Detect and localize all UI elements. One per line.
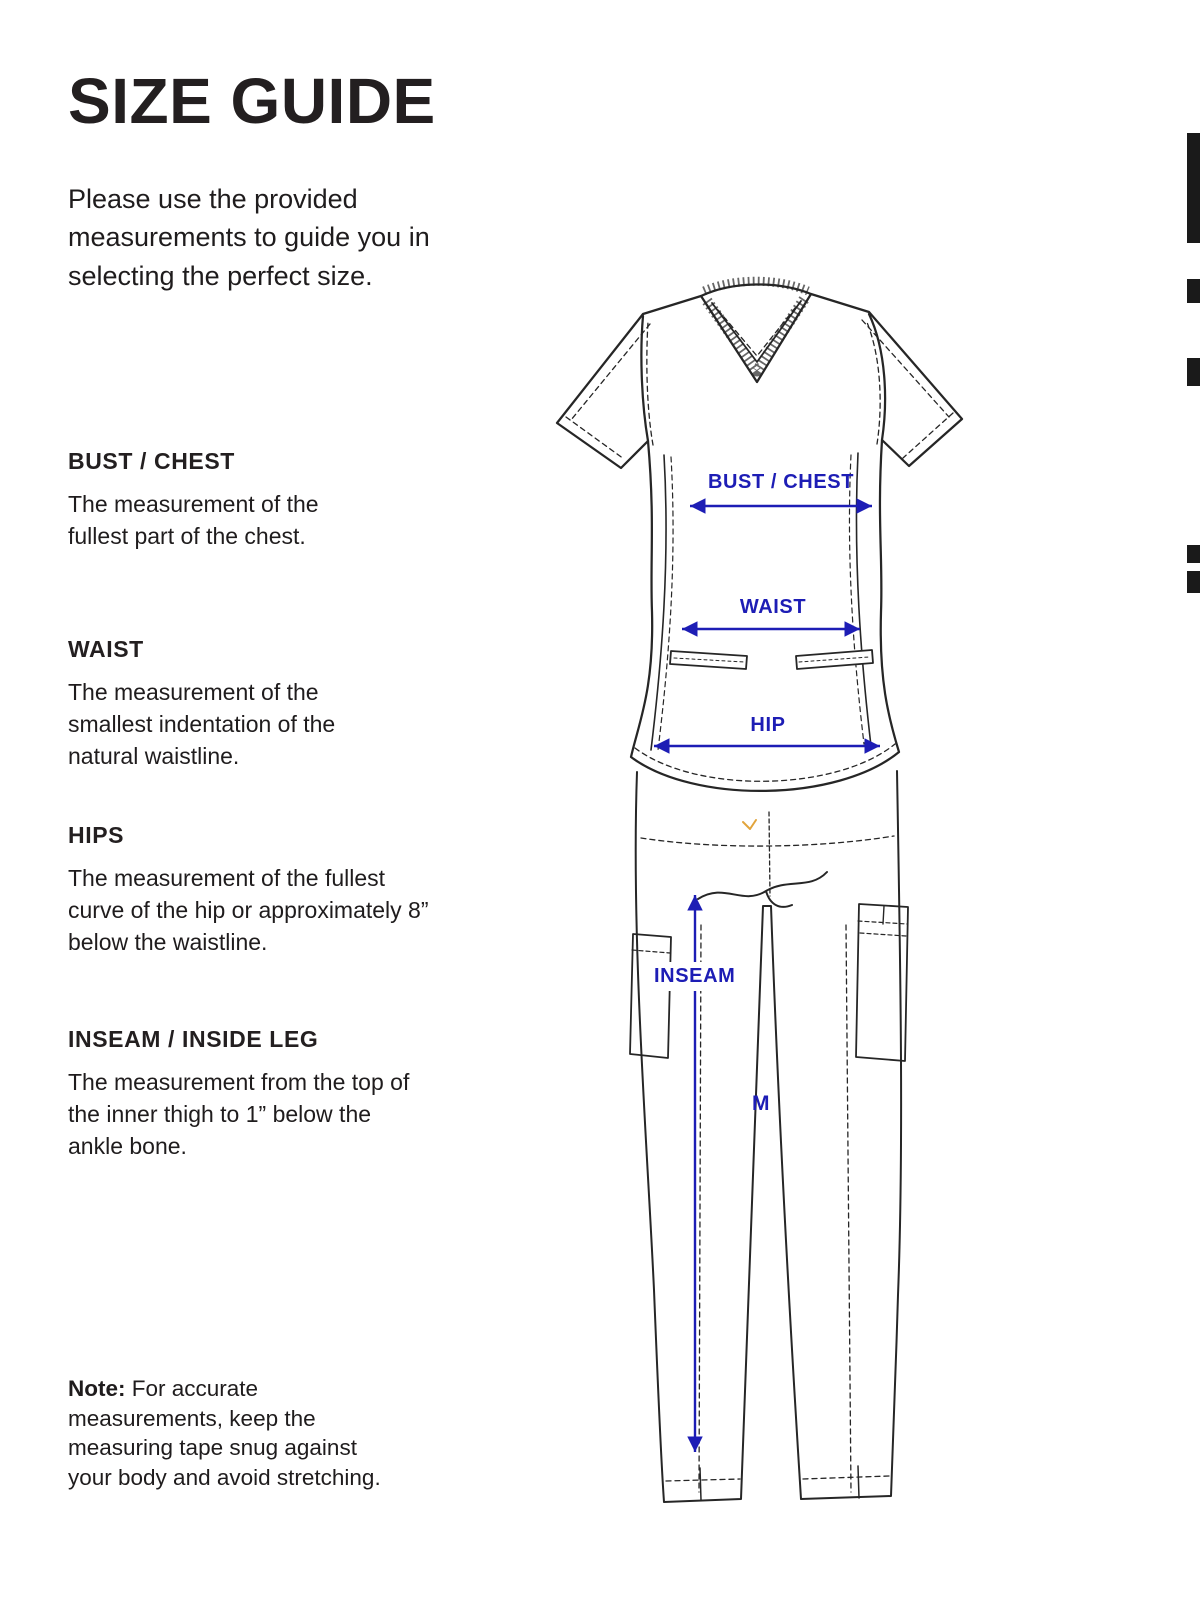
right-edge-artifact: [1187, 571, 1200, 593]
note-text: Note: For accurate measurements, keep th…: [68, 1374, 438, 1493]
hip-measure-label: HIP: [750, 714, 786, 736]
welt-pocket-right-stitch: [798, 656, 870, 663]
drawstring: [697, 871, 828, 908]
scrub-pants: [629, 770, 909, 1503]
right-side-panel-stitch: [848, 454, 865, 745]
bust-measure-label: BUST / CHEST: [707, 471, 855, 493]
cargo-pocket-right: [855, 903, 909, 1062]
definition-bust-body: The measurement of the fullest part of t…: [68, 491, 319, 550]
definition-inseam-body: The measurement from the top of the inne…: [68, 1069, 410, 1160]
page-title: SIZE GUIDE: [68, 65, 436, 137]
left-leg-crease: [698, 924, 702, 1493]
pants-outline: [634, 770, 903, 1503]
welt-pocket-left-stitch: [673, 657, 745, 663]
pants-waist-stitch: [640, 835, 895, 847]
inseam-measure-label: INSEAM: [646, 962, 744, 991]
size-label: M: [752, 1092, 771, 1115]
intro-text: Please use the provided measurements to …: [68, 184, 430, 291]
right-edge-artifact: [1187, 279, 1200, 303]
right-edge-artifact: [1187, 133, 1200, 243]
scrub-top: [555, 276, 964, 830]
note-body: For accurate measurements, keep the meas…: [68, 1376, 381, 1491]
definition-bust: BUST / CHEST The measurement of the full…: [68, 448, 368, 552]
definition-waist-body: The measurement of the smallest indentat…: [68, 679, 336, 770]
back-collar: [699, 283, 813, 298]
definition-hips-heading: HIPS: [68, 822, 125, 848]
definition-hips-body: The measurement of the fullest curve of …: [68, 865, 429, 956]
left-cuff-stitch: [565, 416, 625, 460]
v-neck-inner-band: [711, 300, 802, 363]
definition-waist-heading: WAIST: [68, 636, 144, 662]
pants-fly-stitch: [768, 811, 771, 897]
left-side-panel-stitch: [657, 456, 674, 751]
cargo-pocket-left-flap-stitch: [631, 949, 671, 954]
right-ankle-slit: [857, 1465, 860, 1499]
definition-inseam-heading: INSEAM / INSIDE LEG: [68, 1026, 319, 1052]
cargo-pocket-left: [629, 933, 672, 1059]
left-sleeve-top-stitch: [570, 323, 651, 421]
welt-pocket-left: [669, 650, 748, 670]
left-sleeve-seam: [640, 314, 650, 443]
neckline-stitch: [717, 307, 796, 357]
right-sleeve-top-stitch: [861, 319, 950, 418]
right-armhole-stitch: [865, 319, 881, 445]
definition-inseam: INSEAM / INSIDE LEG The measurement from…: [68, 1026, 410, 1163]
right-edge-artifact: [1187, 545, 1200, 563]
left-armhole-stitch: [646, 321, 654, 446]
left-ankle-slit: [699, 1467, 702, 1501]
collar-ribbing-back: [702, 276, 810, 296]
definition-waist: WAIST The measurement of the smallest in…: [68, 636, 376, 773]
hem-center-mark: [742, 819, 757, 830]
right-sleeve-seam: [867, 312, 887, 442]
collar-ribbing-front: [702, 294, 810, 377]
top-outline: [555, 292, 964, 792]
cargo-pocket-right-pen-slot: [882, 905, 885, 925]
left-side-panel-seam: [650, 454, 667, 751]
right-edge-artifact: [1187, 358, 1200, 386]
note-label: Note:: [68, 1376, 126, 1401]
right-ankle-hem-stitch: [802, 1475, 890, 1480]
hem-stitch: [634, 743, 896, 782]
waist-measure-label: WAIST: [739, 596, 807, 618]
left-ankle-hem-stitch: [665, 1478, 741, 1482]
right-leg-crease: [845, 924, 852, 1493]
right-cuff-stitch: [902, 412, 954, 459]
right-side-panel-seam: [855, 452, 872, 747]
definition-hips: HIPS The measurement of the fullest curv…: [68, 822, 440, 959]
definition-bust-heading: BUST / CHEST: [68, 448, 235, 474]
